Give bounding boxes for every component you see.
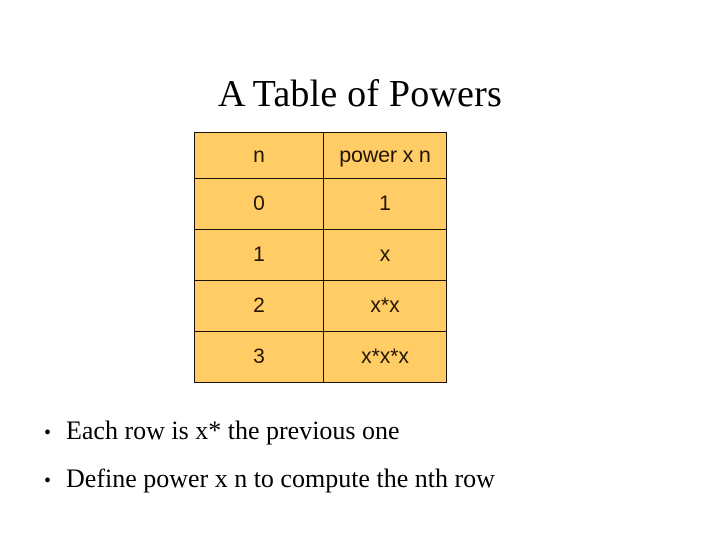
list-item: • Define power x n to compute the nth ro… — [44, 456, 684, 504]
cell-n: 3 — [194, 331, 324, 383]
table-header-row: n power x n — [194, 132, 447, 179]
cell-expr: 1 — [323, 178, 447, 230]
cell-n: 2 — [194, 280, 324, 332]
page-title: A Table of Powers — [218, 73, 502, 115]
bullet-point-icon: • — [44, 470, 52, 492]
cell-n: 1 — [194, 229, 324, 281]
cell-expr: x*x*x — [323, 331, 447, 383]
cell-expr: x*x — [323, 280, 447, 332]
cell-n: 0 — [194, 178, 324, 230]
table-row: 0 1 — [194, 178, 447, 230]
list-item: • Each row is x* the previous one — [44, 408, 684, 456]
bullet-point-icon: • — [44, 422, 52, 444]
table-of-powers: n power x n 0 1 1 x 2 x*x 3 x*x*x — [194, 132, 447, 383]
table-row: 3 x*x*x — [194, 331, 447, 383]
list-item-label: Define power x n to compute the nth row — [66, 464, 495, 493]
bullet-list: • Each row is x* the previous one • Defi… — [44, 408, 684, 504]
table-header: n power x n — [194, 132, 447, 179]
table-row: 2 x*x — [194, 280, 447, 332]
list-item-label: Each row is x* the previous one — [66, 416, 400, 445]
table-body: 0 1 1 x 2 x*x 3 x*x*x — [194, 178, 447, 383]
column-header-n: n — [194, 132, 324, 179]
cell-expr: x — [323, 229, 447, 281]
column-header-power-x-n: power x n — [323, 132, 447, 179]
table-row: 1 x — [194, 229, 447, 281]
